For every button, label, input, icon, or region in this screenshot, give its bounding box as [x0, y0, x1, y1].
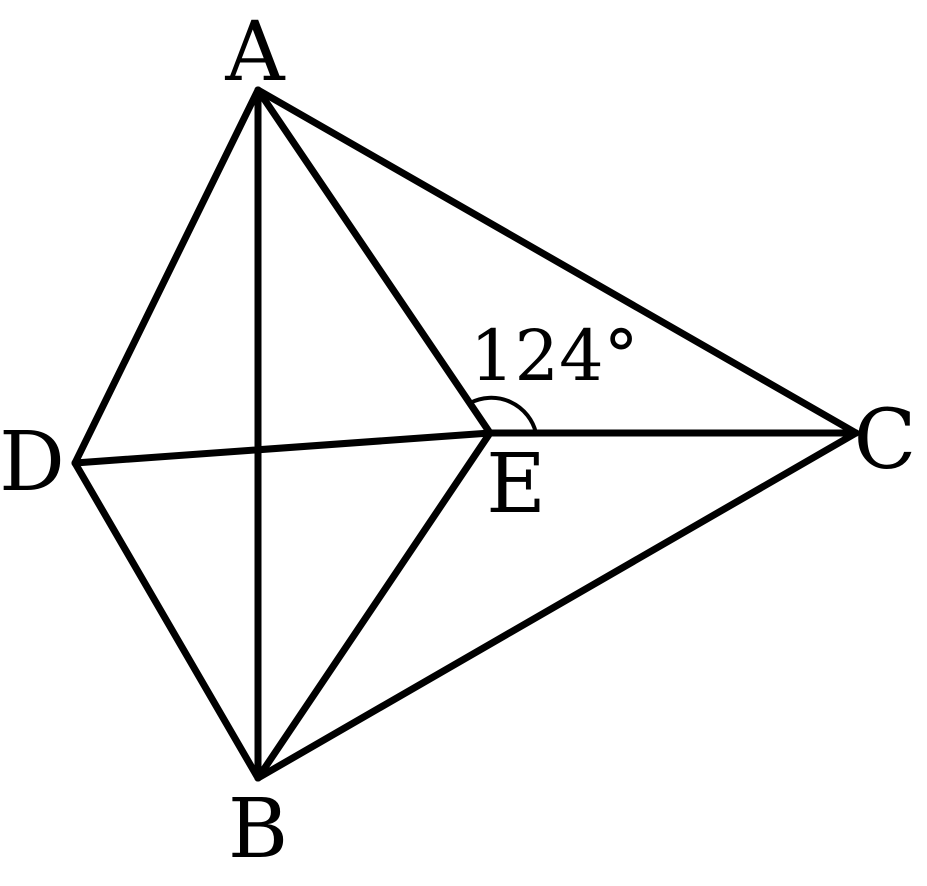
segment-ad — [71, 86, 262, 467]
angle-arc-aec — [469, 395, 538, 434]
point-label-c: C — [854, 393, 917, 488]
segment-de — [71, 429, 494, 467]
segment-bc — [254, 429, 860, 782]
segment-eb — [254, 429, 494, 782]
segment-ac — [254, 86, 860, 437]
point-label-b: B — [228, 782, 288, 877]
point-label-a: A — [224, 5, 286, 100]
segment-ae — [254, 86, 494, 437]
segment-db — [71, 459, 262, 782]
point-label-e: E — [486, 437, 546, 532]
angle-label: 124° — [470, 315, 639, 397]
point-label-d: D — [0, 415, 65, 510]
